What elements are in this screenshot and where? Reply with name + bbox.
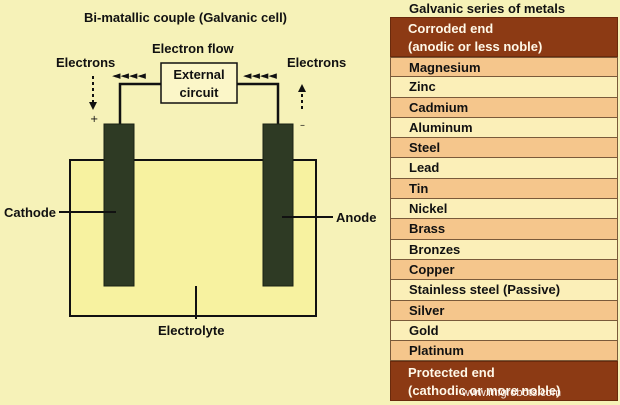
corroded-end-line2: (anodic or less noble) <box>408 39 543 54</box>
metal-row: Cadmium <box>390 97 618 118</box>
metal-row: Nickel <box>390 199 618 220</box>
metal-row: Magnesium <box>390 57 618 78</box>
electrons-left-label: Electrons <box>56 55 115 70</box>
cathode-electrode <box>103 123 135 287</box>
metal-row: Gold <box>390 320 618 342</box>
metal-row: Zinc <box>390 77 618 98</box>
wire-left <box>118 82 161 124</box>
metal-row: Tin <box>390 178 618 200</box>
galvanic-series-list: Corroded end (anodic or less noble) Magn… <box>390 17 618 402</box>
electrons-right-label: Electrons <box>287 55 346 70</box>
metal-row: Stainless steel (Passive) <box>390 280 618 301</box>
galvanic-cell-diagram: Bi-matallic couple (Galvanic cell) Elect… <box>4 10 376 338</box>
metal-row: Silver <box>390 300 618 321</box>
external-circuit-line1: External <box>173 67 224 82</box>
corroded-end-line1: Corroded end <box>408 21 494 36</box>
metal-row: Platinum <box>390 341 618 362</box>
watermark: www.mfgrobots.com <box>462 387 562 399</box>
corroded-end-band: Corroded end (anodic or less noble) <box>390 17 618 57</box>
metal-row: Aluminum <box>390 117 618 139</box>
positive-terminal-sign: + <box>90 114 98 125</box>
diagram-title: Bi-matallic couple (Galvanic cell) <box>84 10 287 25</box>
electron-flow-label: Electron flow <box>152 41 235 56</box>
metal-row: Steel <box>390 138 618 159</box>
metal-row: Bronzes <box>390 239 618 260</box>
external-circuit-line2: circuit <box>179 85 219 100</box>
wire-right <box>237 82 280 124</box>
metal-row: Brass <box>390 219 618 240</box>
cathode-label: Cathode <box>4 205 56 220</box>
negative-terminal-sign: – <box>300 120 305 131</box>
arrow-head-up-icon <box>298 84 306 92</box>
protected-end-band: Protected end (cathodic or more noble) <box>390 361 618 402</box>
electron-arrows-left: ◄◄◄◄ <box>112 69 146 82</box>
arrow-head-down-icon <box>89 102 97 110</box>
protected-end-line2: (cathodic or more noble) <box>408 383 561 399</box>
protected-end-line1: Protected end <box>408 365 495 381</box>
electrolyte-label: Electrolyte <box>158 323 224 338</box>
electron-arrows-right: ◄◄◄◄ <box>243 69 277 82</box>
metal-row: Copper <box>390 259 618 281</box>
anode-electrode <box>262 123 294 287</box>
anode-label: Anode <box>336 210 376 225</box>
galvanic-series-title: Galvanic series of metals <box>409 1 566 16</box>
metal-row: Lead <box>390 158 618 179</box>
